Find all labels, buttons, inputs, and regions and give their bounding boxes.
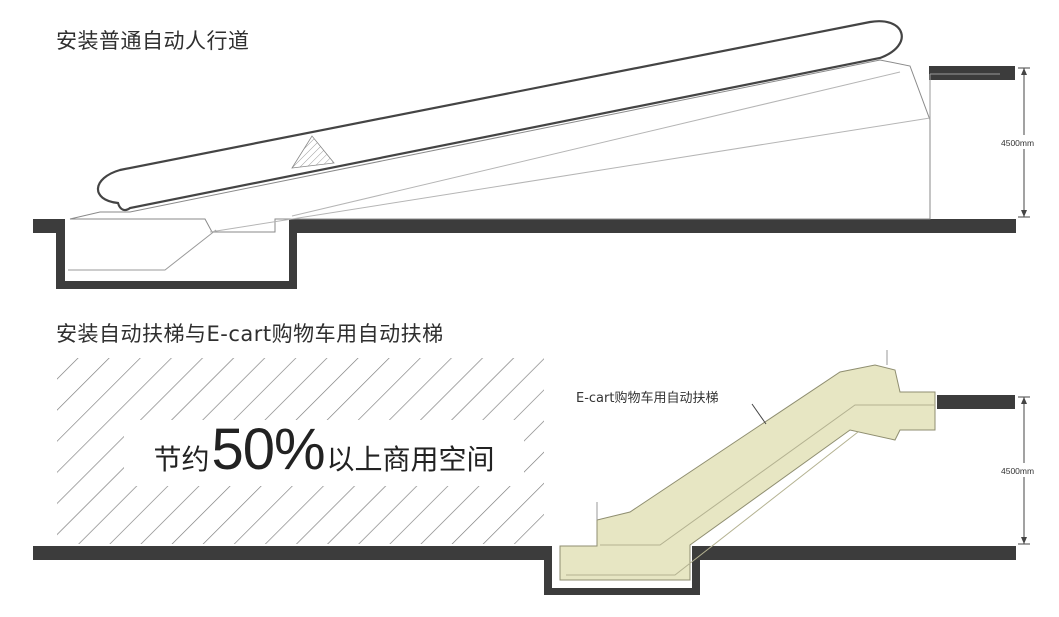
space-saving-callout: 节约 50% 以上商用空间 [124,420,524,486]
walkway-truss [69,59,931,233]
moving-walkway-section: 4500mm [33,20,1048,289]
top-height-dimension: 4500mm [1001,138,1034,148]
upper-floor-slab [929,66,1015,80]
ecart-escalator [559,364,936,581]
bottom-height-dimension: 4500mm [1001,466,1034,476]
lower-floor-slab-bottom [33,546,1016,595]
lower-floor-slab [33,219,1016,289]
ecart-escalator-label: E-cart购物车用自动扶梯 [576,390,718,406]
top-diagram-title: 安装普通自动人行道 [56,29,250,53]
bottom-diagram-title: 安装自动扶梯与E-cart购物车用自动扶梯 [56,322,444,346]
callout-prefix: 节约 [153,443,210,476]
upper-floor-slab-bottom [937,395,1015,409]
balustrade-hatch [291,135,335,169]
callout-suffix: 以上商用空间 [326,443,495,476]
walkway-handrail [96,20,903,212]
callout-percentage: 50% [211,417,325,482]
